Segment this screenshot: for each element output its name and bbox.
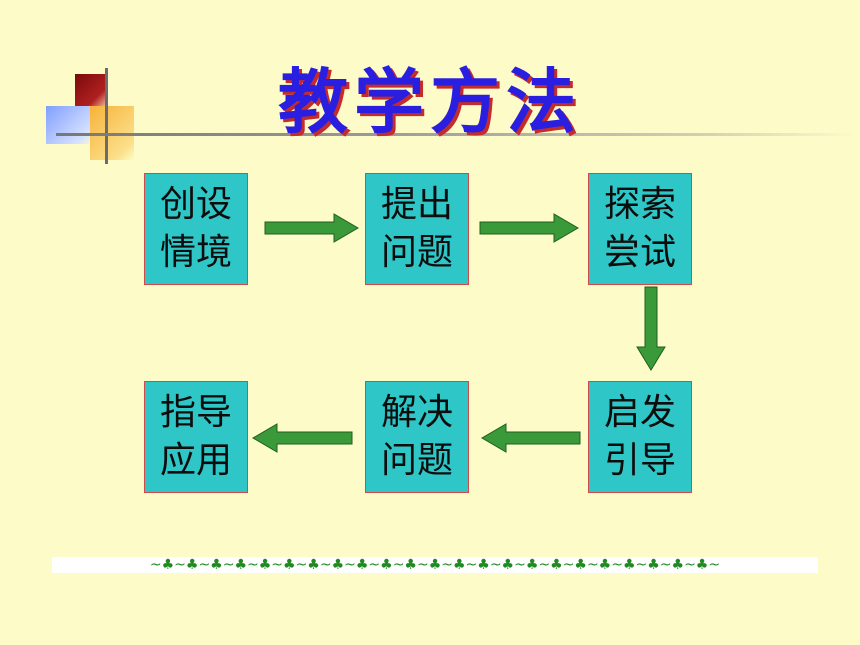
step-box-1: 创设 情境 xyxy=(144,173,248,285)
arrow-left-1 xyxy=(481,423,581,453)
arrow-left-2 xyxy=(252,423,353,453)
arrow-right-2 xyxy=(479,213,579,243)
decor-vertical-line xyxy=(105,68,108,164)
step-box-6: 指导 应用 xyxy=(144,381,248,493)
decor-square-red xyxy=(75,74,107,106)
footer-border: ~♣~♣~♣~♣~♣~♣~♣~♣~♣~♣~♣~♣~♣~♣~♣~♣~♣~♣~♣~♣… xyxy=(52,557,818,573)
step-box-5: 解决 问题 xyxy=(365,381,469,493)
slide-title: 教学方法 xyxy=(278,61,582,143)
arrow-right-1 xyxy=(264,213,359,243)
step-box-2: 提出 问题 xyxy=(365,173,469,285)
decor-square-blue xyxy=(46,106,94,144)
step-box-4: 启发 引导 xyxy=(588,381,692,493)
step-box-3: 探索 尝试 xyxy=(588,173,692,285)
arrow-down xyxy=(636,286,666,371)
leaf-border-pattern: ~♣~♣~♣~♣~♣~♣~♣~♣~♣~♣~♣~♣~♣~♣~♣~♣~♣~♣~♣~♣… xyxy=(149,557,721,573)
title-underline xyxy=(56,133,856,136)
